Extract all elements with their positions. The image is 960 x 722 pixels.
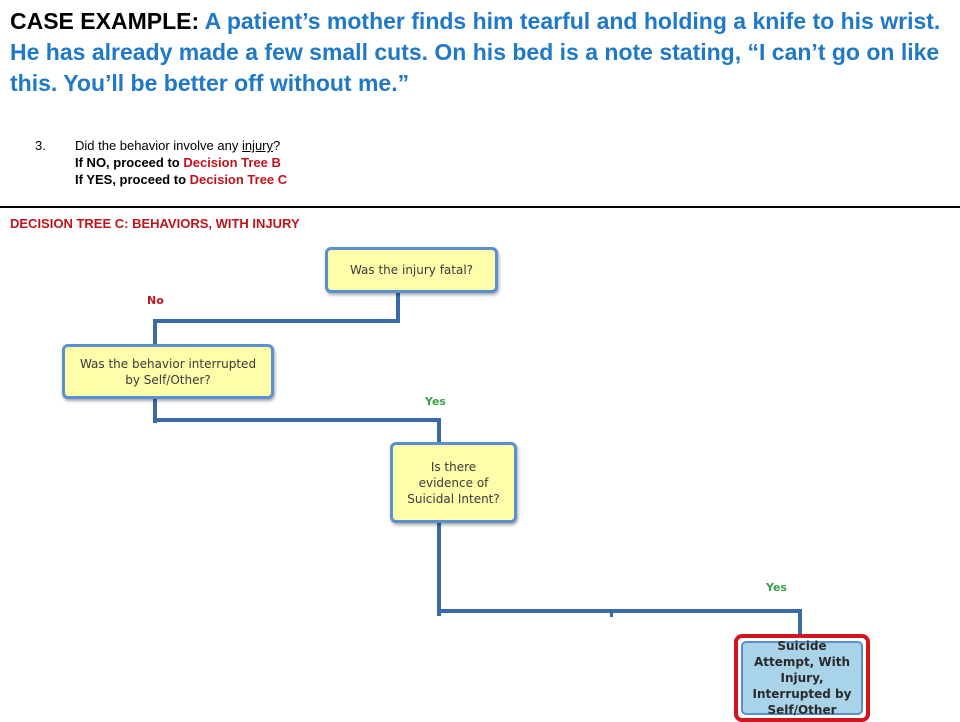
node-suicidal-intent: Is there evidence of Suicidal Intent? (390, 442, 517, 523)
node-behavior-interrupted-label: Was the behavior interrupted by Self/Oth… (79, 356, 257, 387)
case-example-title: CASE EXAMPLE: A patient’s mother finds h… (10, 6, 950, 99)
question-3: 3. Did the behavior involve any injury? (35, 137, 280, 154)
connector-interrupted-yes-horizontal (153, 418, 441, 422)
question-keyword: injury (241, 138, 274, 153)
instruction-yes-prefix: If YES, proceed to (75, 172, 190, 187)
case-example-text: A patient’s mother finds him tearful and… (10, 8, 941, 96)
connector-intent-yes-horizontal (437, 609, 802, 613)
instruction-yes: If YES, proceed to Decision Tree C (75, 171, 287, 188)
edge-label-no: No (147, 294, 164, 307)
connector-intent-yes-tick (610, 609, 613, 617)
node-outcome: Suicide Attempt, With Injury, Interrupte… (741, 639, 863, 717)
edge-label-yes-interrupted: Yes (425, 395, 446, 408)
connector-fatal-no-horizontal (153, 319, 400, 323)
instruction-no: If NO, proceed to Decision Tree B (75, 154, 281, 171)
section-divider (0, 206, 960, 208)
connector-interrupted-down (153, 397, 157, 423)
connector-intent-yes-drop (798, 609, 802, 635)
connector-fatal-down (396, 289, 400, 323)
outcome-highlight-frame: Suicide Attempt, With Injury, Interrupte… (734, 634, 870, 722)
question-text-after: ? (273, 138, 281, 153)
node-behavior-interrupted: Was the behavior interrupted by Self/Oth… (62, 344, 274, 399)
decision-tree-heading: DECISION TREE C: BEHAVIORS, WITH INJURY (10, 216, 300, 231)
question-number: 3. (35, 138, 46, 153)
edge-label-yes-intent: Yes (766, 581, 787, 594)
instruction-yes-target: Decision Tree C (189, 172, 288, 187)
node-suicidal-intent-label: Is there evidence of Suicidal Intent? (407, 459, 500, 506)
instruction-no-prefix: If NO, proceed to (75, 155, 184, 170)
node-injury-fatal-label: Was the injury fatal? (349, 263, 474, 277)
connector-interrupted-yes-drop (437, 418, 441, 442)
node-outcome-label: Suicide Attempt, With Injury, Interrupte… (752, 639, 852, 717)
case-example-label: CASE EXAMPLE: (10, 8, 200, 34)
node-injury-fatal: Was the injury fatal? (325, 247, 498, 293)
connector-fatal-no-drop (153, 319, 157, 345)
question-text-before: Did the behavior involve any (75, 138, 242, 153)
instruction-no-target: Decision Tree B (183, 155, 281, 170)
connector-intent-down (437, 520, 441, 616)
